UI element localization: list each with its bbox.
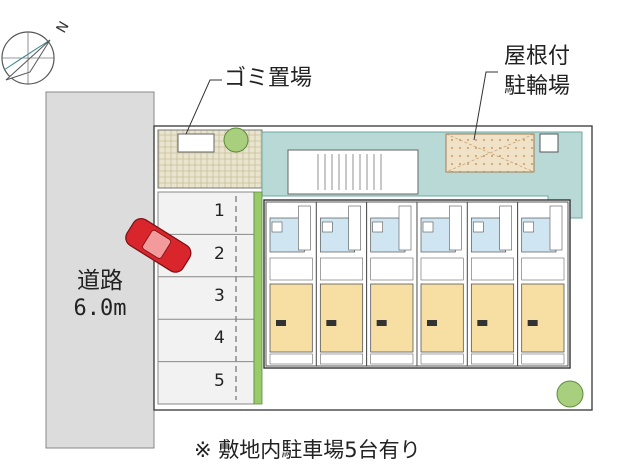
apartment-unit [265,201,317,367]
parking-slot-2: 2 [214,243,225,264]
apartment-unit [315,201,368,367]
apartment-unit [366,201,418,367]
road [45,91,155,449]
parking-slot-4: 4 [214,328,225,349]
parking-footnote: ※ 敷地内駐車場5台有り [194,438,421,462]
road-width-label: 6.0m [73,296,127,321]
apartment-unit [416,201,468,367]
parking-slot-dividers [158,233,254,363]
parking-slot-3: 3 [214,286,225,306]
parking-lot [157,191,255,405]
apartment-unit [517,201,569,367]
car-icon [125,217,192,273]
north-arrow-icon [1,31,55,85]
road-label: 道路 [77,268,123,294]
stair-treads [317,154,382,190]
hedge [253,191,263,405]
bike-leader [473,71,498,141]
parking-slot-1: 1 [214,201,225,222]
compass-label: N [54,19,73,36]
parking-slot-5: 5 [214,370,225,391]
bike-parking-label-line2: 駐輪場 [504,74,571,99]
apartment-units [265,201,569,367]
garbage-box [177,133,215,153]
bike-rack-icon [539,133,559,153]
garbage-label: ゴミ置場 [224,66,313,91]
bike-parking-label-line1: 屋根付 [504,44,571,69]
apartment-unit [466,201,519,367]
garbage-leader [185,79,222,135]
tree-icon [556,380,584,408]
tree-icon [223,127,249,153]
